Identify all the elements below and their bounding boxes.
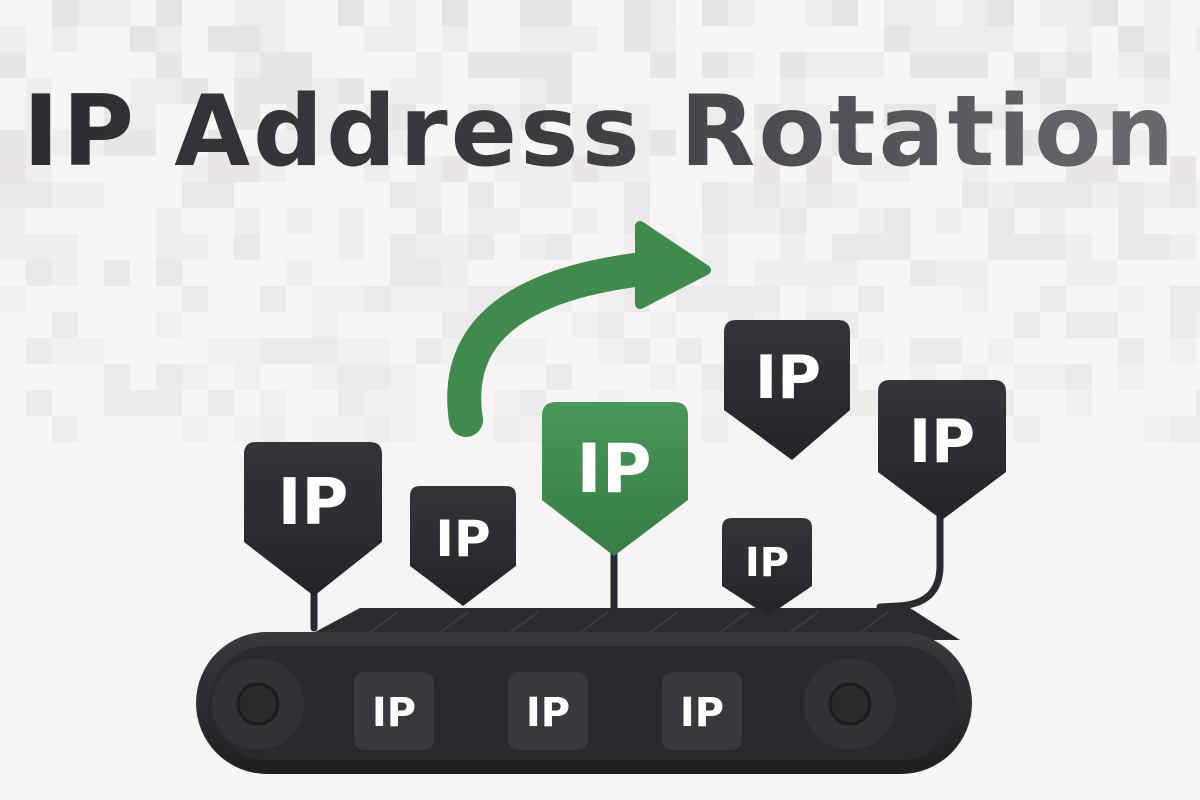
svg-text:IP: IP bbox=[576, 430, 651, 509]
ip-tag-4: IP bbox=[722, 518, 812, 616]
svg-text:IP: IP bbox=[745, 540, 789, 586]
svg-text:IP: IP bbox=[755, 343, 821, 413]
svg-text:IP: IP bbox=[278, 466, 349, 540]
curved-arrow-icon bbox=[447, 221, 711, 437]
ip-tag-1: IP bbox=[244, 442, 382, 596]
tag-stems bbox=[310, 510, 944, 632]
ip-tag-5: IP bbox=[724, 320, 850, 460]
belt-tile: IP bbox=[354, 672, 434, 750]
ip-tag-active: IP bbox=[542, 402, 688, 556]
ip-tag-6: IP bbox=[878, 380, 1006, 520]
ip-tag-2: IP bbox=[410, 486, 516, 606]
roller-left-icon bbox=[212, 658, 304, 750]
svg-text:IP: IP bbox=[526, 690, 570, 736]
svg-text:IP: IP bbox=[372, 690, 416, 736]
svg-text:IP: IP bbox=[909, 407, 975, 477]
page-title: IP Address Rotation bbox=[0, 72, 1200, 192]
svg-text:IP: IP bbox=[680, 690, 724, 736]
belt-tile: IP bbox=[662, 672, 742, 750]
roller-right-icon bbox=[804, 658, 896, 750]
belt-tile: IP bbox=[508, 672, 588, 750]
svg-text:IP: IP bbox=[435, 510, 490, 568]
